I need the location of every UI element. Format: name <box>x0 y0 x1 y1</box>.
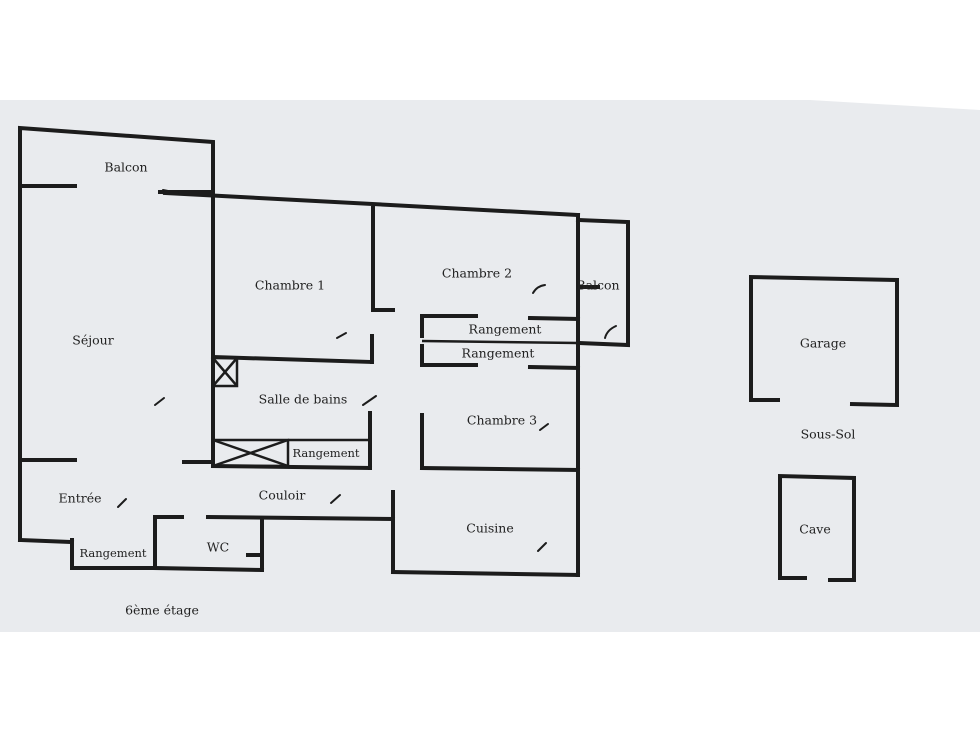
room-label-garage: Garage <box>800 336 846 351</box>
room-label-rangement-1: Rangement <box>469 322 542 337</box>
walls-entree-wc <box>17 510 396 573</box>
walls-top-block <box>162 190 581 312</box>
walls-chambre-3 <box>419 366 581 473</box>
room-label-cave: Cave <box>799 522 830 537</box>
floor-label: 6ème étage <box>125 603 199 618</box>
room-label-wc: WC <box>207 540 229 555</box>
walls-chambre-2 <box>575 213 630 372</box>
walls-rangement-strip <box>420 314 581 371</box>
walls-sejour <box>18 184 215 542</box>
room-label-salle-de-bains: Salle de bains <box>259 392 348 407</box>
room-label-couloir: Couloir <box>259 488 306 503</box>
room-label-chambre-2: Chambre 2 <box>442 266 512 281</box>
room-label-sejour: Séjour <box>72 333 113 348</box>
paper-background <box>0 100 980 632</box>
room-label-rangement-2: Rangement <box>462 346 535 361</box>
walls-salle-de-bains <box>211 356 372 470</box>
walls-rangement-bath <box>210 438 373 471</box>
walls-cuisine <box>390 468 581 578</box>
room-label-rangement-4: Rangement <box>79 546 146 560</box>
room-label-rangement-3: Rangement <box>292 446 359 460</box>
walls-cave <box>778 473 856 582</box>
room-label-cuisine: Cuisine <box>466 521 513 536</box>
room-label-balcon-1: Balcon <box>104 160 147 175</box>
room-label-balcon-2: Balcon <box>576 278 619 293</box>
room-label-chambre-1: Chambre 1 <box>255 278 325 293</box>
walls-chambre-1 <box>210 334 375 365</box>
door-marks <box>117 189 617 552</box>
room-label-chambre-3: Chambre 3 <box>467 413 537 428</box>
walls-garage <box>749 274 899 408</box>
room-label-entree: Entrée <box>59 491 102 506</box>
basement-label: Sous-Sol <box>801 427 856 442</box>
